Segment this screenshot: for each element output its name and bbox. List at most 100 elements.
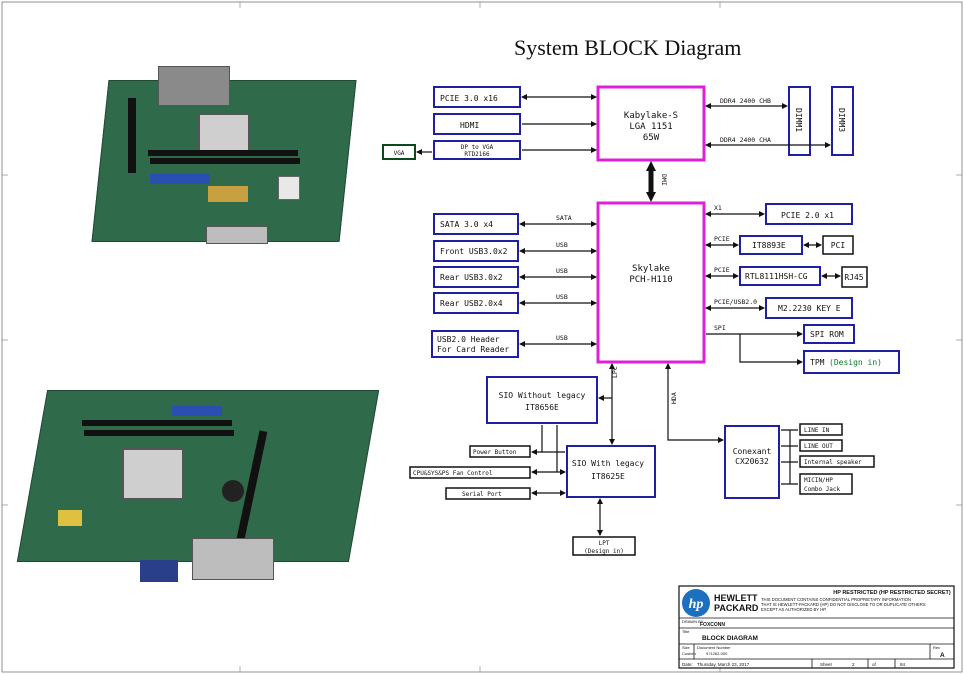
cpu-left-links <box>416 94 597 155</box>
bus-lpc: LPC <box>611 366 619 378</box>
pch-left-boxes <box>431 213 519 358</box>
int-speaker-label: Internal speaker <box>804 459 862 466</box>
dmi-label: DMI <box>660 174 668 186</box>
cpu-socket <box>198 113 250 155</box>
dimm-slot <box>84 430 234 436</box>
sio-wo-label-1: SIO Without legacy <box>499 391 586 400</box>
vga-label: VGA <box>394 150 405 157</box>
motherboard-photo-bottom <box>12 370 380 588</box>
bus-spi: SPI <box>714 324 726 332</box>
rtl-label: RTL8111HSH-CG <box>745 272 808 281</box>
tpm-design-in: (Design in) <box>829 358 882 367</box>
pch-label-1: Skylake <box>632 264 670 274</box>
cpu-box <box>596 85 706 162</box>
cpu-label-3: 65W <box>643 133 660 143</box>
rev-value: A <box>940 652 945 659</box>
tpm-label: TPM <box>810 358 825 367</box>
pcie16-label: PCIE 3.0 x16 <box>440 94 498 103</box>
mic-label-2: Combo Jack <box>804 486 841 493</box>
rj45-label: RJ45 <box>844 273 863 282</box>
motherboard-photo-top <box>88 58 358 253</box>
power-button-label: Power Button <box>473 449 517 456</box>
usb2-header-label-1: USB2.0 Header <box>437 335 500 344</box>
bus-pcie-2: PCIE <box>714 266 730 274</box>
front-usb3-label: Front USB3.0x2 <box>440 247 508 256</box>
bus-usb-front: USB <box>556 241 568 249</box>
cpu-left-boxes <box>433 86 521 160</box>
sio-w-label-1: SIO With legacy <box>572 459 644 468</box>
of-label: of <box>872 662 877 667</box>
sio-without-legacy-box <box>486 376 598 424</box>
pci-box <box>822 235 854 255</box>
sio-links <box>531 363 615 536</box>
sio-wo-label-2: IT8656E <box>525 403 559 412</box>
ddr-cha-label: DDR4 2400 CHA <box>720 136 771 144</box>
company-name-1: HEWLETT <box>714 593 758 603</box>
size-label: Size <box>682 645 691 650</box>
cpu-label-2: LGA 1151 <box>629 122 672 132</box>
audio-jack-boxes <box>799 423 875 495</box>
dimm1-label: DIMM1 <box>794 108 803 132</box>
bus-pcie-1: PCIE <box>714 235 730 243</box>
dp-vga-label-1: DP to VGA <box>461 144 494 151</box>
pcie2-label: PCIE 2.0 x1 <box>781 211 834 220</box>
drawn-by-label: DRAWN BY <box>682 619 704 624</box>
notice-line-2: THAT IS HEWLETT-PACKARD (HP) DO NOT DISC… <box>761 602 926 607</box>
capacitor-bank <box>58 510 82 526</box>
of-value: 84 <box>900 662 906 667</box>
dimm-slot <box>150 158 300 164</box>
doc-number-label: Document Number <box>697 645 731 650</box>
size-value: Custom <box>682 651 696 656</box>
pch-label-2: PCH-H110 <box>629 275 672 285</box>
m2-label: M2.2230 KEY E <box>778 304 841 313</box>
sio-with-legacy-box <box>566 445 656 498</box>
codec-label-2: CX20632 <box>735 457 769 466</box>
sheet-value: 2 <box>852 662 855 667</box>
company-name-2: PACKARD <box>714 603 759 613</box>
sio-w-label-2: IT8625E <box>591 472 625 481</box>
pch-left-links <box>519 221 597 347</box>
dimm3-label: DIMM3 <box>837 108 846 132</box>
codec-label-1: Conexant <box>733 447 772 456</box>
rear-usb3-label: Rear USB3.0x2 <box>440 273 503 282</box>
ddr-chb-label: DDR4 2400 CHB <box>720 97 771 105</box>
bus-x1: X1 <box>714 204 722 212</box>
cpu-socket <box>122 448 184 500</box>
cpu-label-1: Kabylake-S <box>624 111 678 121</box>
restricted-label: HP RESTRICTED (HP RESTRICTED SECRET) <box>833 590 951 596</box>
bus-hda: HDA <box>670 392 678 404</box>
codec-box <box>724 425 780 499</box>
title-label: Title <box>682 629 690 634</box>
line-in-label: LINE IN <box>804 427 830 434</box>
bus-usb-header: USB <box>556 334 568 342</box>
sata-ports <box>172 406 222 416</box>
rj45-box <box>841 266 868 288</box>
dimm-slot <box>148 150 298 156</box>
diagram-title: System BLOCK Diagram <box>514 35 741 60</box>
notice-line-3: EXCEPT AS AUTHORIZED BY HP. <box>761 607 827 612</box>
cmos-battery <box>222 480 244 502</box>
dimm-links <box>705 103 831 148</box>
audio-links <box>665 363 798 485</box>
io-shield <box>158 66 230 106</box>
hdmi-label: HDMI <box>460 121 479 130</box>
lpt-design-in: (Design in) <box>584 548 624 555</box>
rear-usb2-label: Rear USB2.0x4 <box>440 299 503 308</box>
date-label: Date: <box>682 662 693 667</box>
usb2-header-label-2: For Card Reader <box>437 345 509 354</box>
rear-io-ports <box>192 538 274 580</box>
power-connector <box>278 176 300 200</box>
doc-number-value: 9?1262-000 <box>706 651 728 656</box>
date-value: Thursday, March 23, 2017 <box>697 662 750 667</box>
dimm3-box <box>831 86 854 156</box>
sheet-label: Sheet <box>820 662 833 667</box>
pch-box <box>596 201 706 364</box>
rev-label: Rev <box>933 645 940 650</box>
pci-label: PCI <box>831 241 846 250</box>
sata-ports <box>150 174 210 184</box>
drawn-by-value: FOXCONN <box>700 622 725 628</box>
bus-usb-rear2: USB <box>556 293 568 301</box>
